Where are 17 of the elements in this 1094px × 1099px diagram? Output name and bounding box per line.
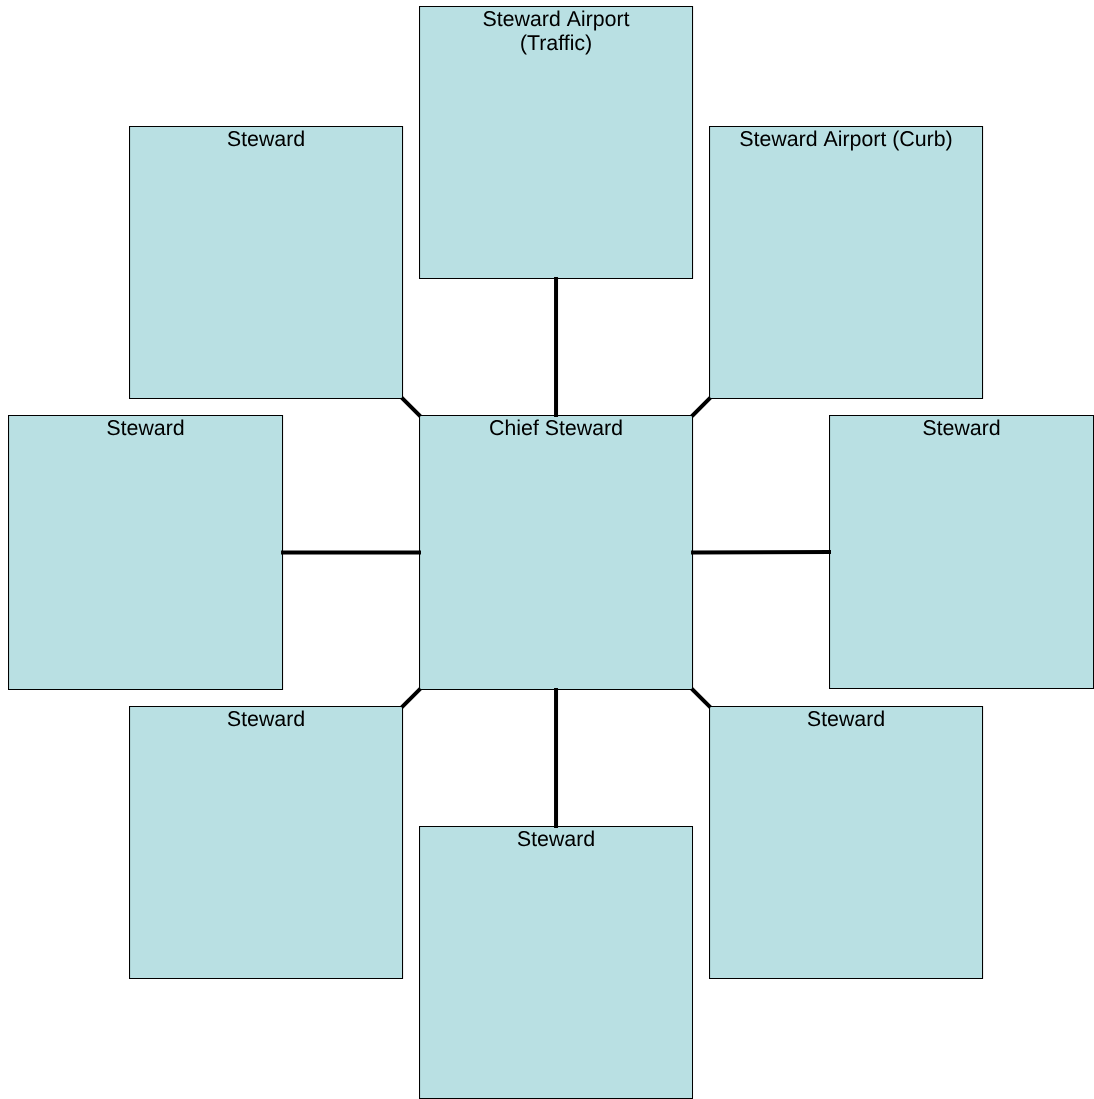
steward-box: Steward (709, 706, 984, 980)
connector-line (401, 688, 421, 708)
steward-box: Steward (129, 706, 404, 980)
connector-line (691, 688, 711, 708)
steward-box: Steward (829, 415, 1094, 690)
connector-line (401, 397, 421, 417)
connector-line (691, 550, 831, 555)
steward-box: Steward (419, 826, 694, 1099)
connector-line (281, 550, 421, 555)
connector-line (691, 397, 711, 417)
connector-line (554, 277, 559, 417)
steward-box: Steward Airport (Curb) (709, 126, 984, 400)
steward-box: Chief Steward (419, 415, 694, 691)
steward-box: Steward Airport (Traffic) (419, 6, 694, 280)
steward-box: Steward (8, 415, 284, 691)
connector-line (554, 688, 559, 828)
steward-box: Steward (129, 126, 404, 400)
